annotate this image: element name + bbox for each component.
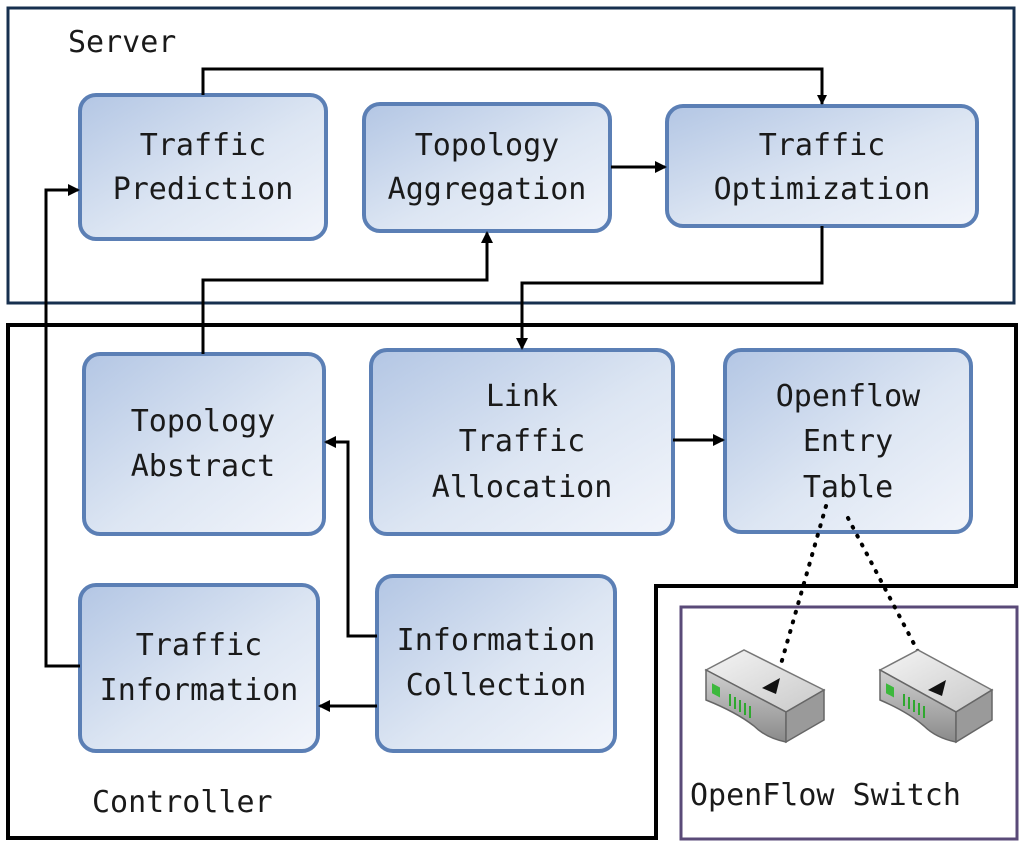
- optimization-to-allocation-arrow: [516, 226, 824, 350]
- topology-abstract-box: Topology Abstract: [82, 352, 326, 536]
- network-switch-icon: [704, 649, 826, 744]
- svg-text:Link: Link: [486, 379, 558, 414]
- svg-text:Aggregation: Aggregation: [388, 172, 587, 207]
- openflow-entry-table-box: Openflow Entry Table: [723, 348, 973, 534]
- topology-aggregation-box: Topology Aggregation: [362, 102, 612, 233]
- svg-text:Openflow: Openflow: [776, 379, 921, 414]
- controller-region: [6, 323, 1018, 840]
- svg-text:Collection: Collection: [406, 668, 587, 703]
- abstract-to-aggregation-arrow: [201, 231, 493, 354]
- network-switch-icon: [878, 649, 994, 744]
- switch-region-label: OpenFlow Switch: [690, 778, 961, 813]
- collection-to-abstract-arrow: [324, 436, 377, 638]
- svg-text:Topology: Topology: [415, 128, 560, 163]
- svg-text:Traffic: Traffic: [459, 424, 585, 459]
- controller-region-label: Controller: [92, 785, 273, 820]
- svg-text:Optimization: Optimization: [714, 172, 931, 207]
- svg-text:Traffic: Traffic: [140, 128, 266, 163]
- entry-table-to-right-switch-link: [846, 516, 937, 686]
- prediction-to-optimization-arrow: [201, 67, 827, 105]
- svg-text:Information: Information: [100, 673, 299, 708]
- svg-text:Information: Information: [397, 623, 596, 658]
- svg-text:Prediction: Prediction: [113, 172, 294, 207]
- traffic-information-to-prediction-arrow: [44, 184, 80, 668]
- traffic-prediction-box: Traffic Prediction: [78, 93, 328, 241]
- traffic-information-box: Traffic Information: [78, 583, 320, 753]
- svg-text:Topology: Topology: [131, 404, 276, 439]
- traffic-optimization-box: Traffic Optimization: [665, 104, 979, 228]
- server-region-label: Server: [68, 25, 176, 60]
- link-traffic-allocation-box: Link Traffic Allocation: [369, 348, 675, 536]
- svg-text:Traffic: Traffic: [759, 128, 885, 163]
- server-region: [6, 6, 1016, 305]
- svg-text:Traffic: Traffic: [136, 628, 262, 663]
- svg-text:Entry: Entry: [803, 424, 893, 459]
- switch-region: [679, 605, 1019, 841]
- information-collection-box: Information Collection: [375, 574, 617, 753]
- svg-text:Allocation: Allocation: [432, 470, 613, 505]
- svg-text:Table: Table: [803, 470, 893, 505]
- svg-text:Abstract: Abstract: [131, 449, 276, 484]
- entry-table-to-left-switch-link: [775, 504, 828, 680]
